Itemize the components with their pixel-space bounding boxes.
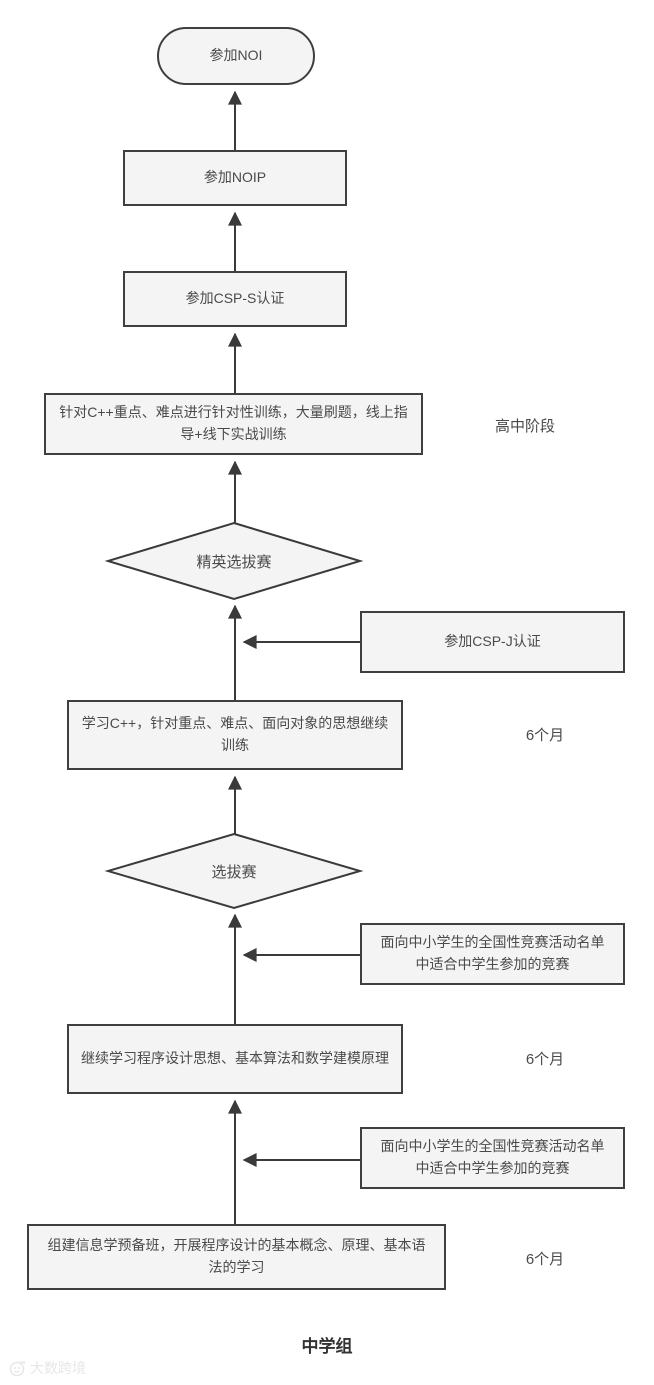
process-continue-learning: 继续学习程序设计思想、基本算法和数学建模原理 xyxy=(67,1024,403,1094)
stage-label-high-school: 高中阶段 xyxy=(494,418,555,435)
diamond-elite-selection xyxy=(104,521,364,601)
duration-label-1: 6个月 xyxy=(525,727,565,744)
process-prep-class: 组建信息学预备班，开展程序设计的基本概念、原理、基本语法的学习 xyxy=(27,1224,446,1290)
diamond-selection xyxy=(104,832,364,910)
decision-elite-selection-label: 精英选拔赛 xyxy=(196,554,272,571)
process-hs-training: 针对C++重点、难点进行针对性训练，大量刷题，线上指导+线下实战训练 xyxy=(44,393,423,455)
watermark-text: 大数跨境 xyxy=(30,1360,86,1376)
process-csp-j: 参加CSP-J认证 xyxy=(360,611,625,673)
process-national-contest-2: 面向中小学生的全国性竞赛活动名单中适合中学生参加的竞赛 xyxy=(360,1127,625,1189)
duration-label-3: 6个月 xyxy=(525,1251,565,1268)
process-national-contest-1: 面向中小学生的全国性竞赛活动名单中适合中学生参加的竞赛 xyxy=(360,923,625,985)
process-csp-s: 参加CSP-S认证 xyxy=(123,271,347,327)
watermark: 大数跨境 xyxy=(8,1358,86,1378)
terminator-noi: 参加NOI xyxy=(157,27,315,85)
diagram-title: 中学组 xyxy=(301,1337,353,1356)
process-noip: 参加NOIP xyxy=(123,150,347,206)
process-learn-cpp: 学习C++，针对重点、难点、面向对象的思想继续训练 xyxy=(67,700,403,770)
watermark-smiley-icon xyxy=(9,1361,26,1377)
decision-selection-label: 选拔赛 xyxy=(211,864,257,881)
duration-label-2: 6个月 xyxy=(525,1051,565,1068)
